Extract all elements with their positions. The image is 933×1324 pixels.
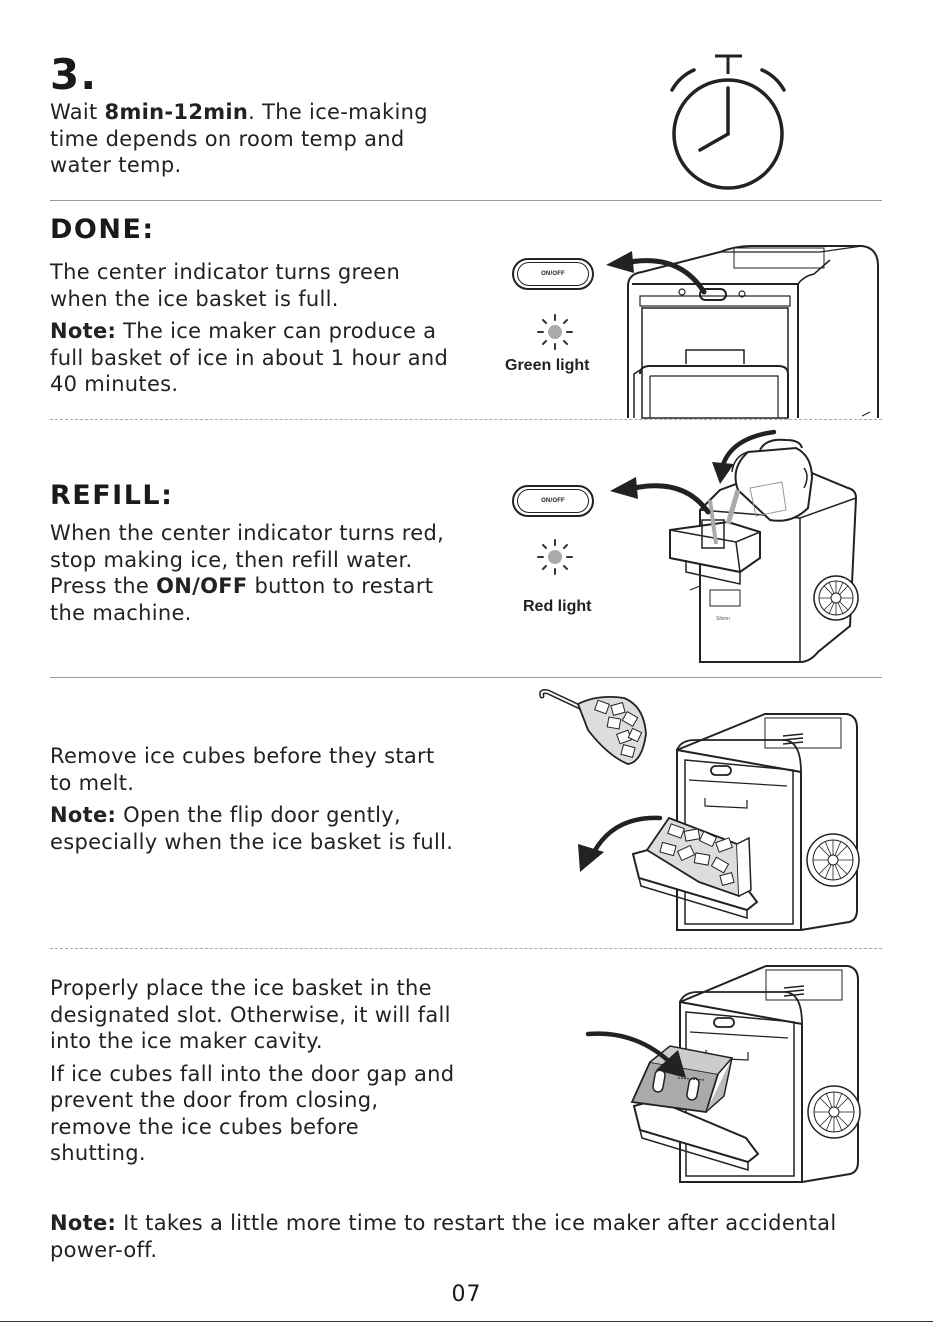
remove-note: Note: Open the flip door gently, especia… (50, 802, 455, 855)
on-off-button-label: ON/OFF (517, 262, 589, 286)
note-label: Note: (50, 319, 117, 343)
light-indicator-icon (537, 314, 573, 350)
ice-scoop-illustration (539, 689, 647, 765)
arrow-icon (712, 429, 777, 484)
refill-button-name: ON/OFF (156, 574, 248, 598)
ice-maker-illustration: Silonn (669, 462, 859, 663)
timer-icon (670, 54, 786, 190)
note-label: Note: (50, 803, 117, 827)
arrow-icon (606, 251, 707, 295)
note-text: Open the flip door gently, especially wh… (50, 803, 454, 854)
red-light-label: Red light (523, 598, 592, 615)
svg-text:Silonn: Silonn (716, 616, 730, 622)
done-paragraph: The center indicator turns green when th… (50, 260, 401, 311)
arrow-icon (585, 1031, 686, 1078)
done-heading: DONE: (50, 214, 155, 245)
section-divider (50, 677, 882, 678)
section-divider-dashed (50, 948, 882, 949)
step-number: 3. (50, 50, 98, 99)
water-jug-illustration (725, 438, 814, 525)
ice-maker-illustration (631, 713, 860, 931)
on-off-button-illustration: ON/OFF (512, 258, 594, 290)
remove-text: Remove ice cubes before they start to me… (50, 743, 455, 861)
footer-note: Note: It takes a little more time to res… (50, 1210, 890, 1263)
ice-basket-illustration (630, 965, 861, 1183)
page-bottom-border (0, 1321, 933, 1322)
step3-text: Wait 8min-12min. The ice-making time dep… (50, 99, 470, 179)
refill-text-before: When the center indicator turns red, sto… (50, 521, 445, 598)
refill-text-after: button to restart the machine. (50, 574, 434, 625)
step3-text-prefix: Wait (50, 100, 105, 124)
section-divider-dashed (50, 419, 882, 420)
page-number: 07 (451, 1282, 482, 1307)
done-text: The center indicator turns green when th… (50, 259, 460, 404)
refill-text: When the center indicator turns red, sto… (50, 520, 455, 626)
arrow-icon (578, 815, 663, 872)
section-divider (50, 200, 882, 201)
arrow-icon (610, 477, 711, 515)
note-text: It takes a little more time to restart t… (50, 1211, 837, 1262)
refill-heading: REFILL: (50, 480, 174, 511)
green-light-label: Green light (505, 357, 590, 374)
remove-paragraph: Remove ice cubes before they start to me… (50, 744, 435, 795)
on-off-button-label: ON/OFF (517, 489, 589, 513)
step3-text-suffix: . The ice-making time depends on room te… (50, 100, 428, 177)
basket-text: Properly place the ice basket in the des… (50, 975, 455, 1173)
note-text: The ice maker can produce a full basket … (50, 319, 449, 396)
step3-duration: 8min-12min (104, 100, 249, 124)
ice-maker-illustration (627, 245, 879, 419)
note-label: Note: (50, 1211, 117, 1235)
basket-paragraph-1: Properly place the ice basket in the des… (50, 976, 451, 1053)
light-indicator-icon (537, 539, 573, 575)
on-off-button-illustration: ON/OFF (512, 485, 594, 517)
done-note: Note: The ice maker can produce a full b… (50, 318, 460, 398)
basket-paragraph-2: If ice cubes fall into the door gap and … (50, 1061, 455, 1166)
